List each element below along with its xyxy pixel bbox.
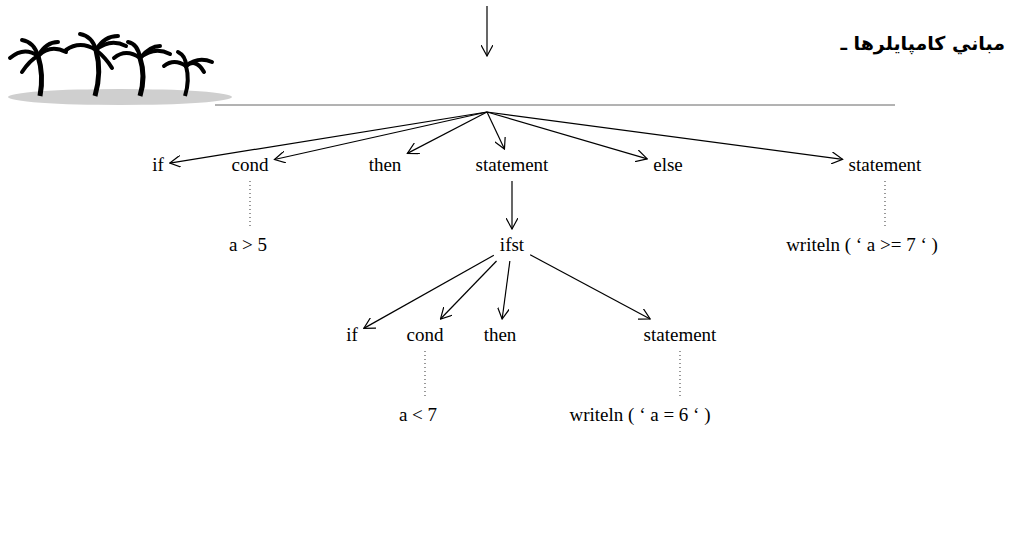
tree-node: writeln ( ‘ a >= 7 ‘ ) [783,232,941,258]
header-area: مباني كامپايلرها ـ [840,32,1005,54]
node-text: then [484,324,517,346]
tree-node: cond [404,322,447,348]
node-text: statement [644,324,717,346]
derivation-leader [249,181,250,229]
tree-edge [502,261,510,319]
tree-node: statement [641,322,720,348]
tree-node: else [650,152,686,178]
tree-node: statement [473,152,552,178]
node-text: else [653,154,683,176]
node-text: cond [407,324,444,346]
tree-node: if [343,322,361,348]
fan-arrow [170,112,487,163]
node-text: a < 7 [399,404,437,426]
tree-node: a > 5 [226,232,270,258]
node-text: then [369,154,402,176]
tree-node: ifst [497,232,527,258]
node-text: ifst [500,234,524,256]
derivation-leader [884,181,885,229]
tree-node: if [149,152,167,178]
fan-arrow [487,112,647,159]
tree-node: writeln ( ‘ a = 6 ‘ ) [566,402,713,428]
tree-node: cond [229,152,272,178]
node-text: writeln ( ‘ a >= 7 ‘ ) [786,234,938,256]
node-text: a > 5 [229,234,267,256]
node-text: writeln ( ‘ a = 6 ‘ ) [569,404,710,426]
tree-node: statement [846,152,925,178]
tree-node: then [481,322,520,348]
tree-node: a < 7 [396,402,440,428]
node-text: if [346,324,358,346]
node-text: statement [476,154,549,176]
chapter-heading: مباني كامپايلرها ـ [840,32,1005,54]
fan-arrow [274,112,487,160]
node-text: if [152,154,164,176]
node-text: cond [232,154,269,176]
tree-edge [511,181,512,229]
palm-island-picture [8,34,232,105]
fan-arrow [487,112,843,159]
derivation-leader [424,351,425,399]
derivation-leader [679,351,680,399]
header-rule [215,105,895,106]
fan-arrow [487,112,504,149]
tree-node: then [366,152,405,178]
entry-arrow [486,6,487,56]
node-text: statement [849,154,922,176]
tree-edge [364,255,494,328]
tree-edge [530,255,650,319]
tree-edge [440,261,496,319]
fan-arrow [407,112,487,153]
